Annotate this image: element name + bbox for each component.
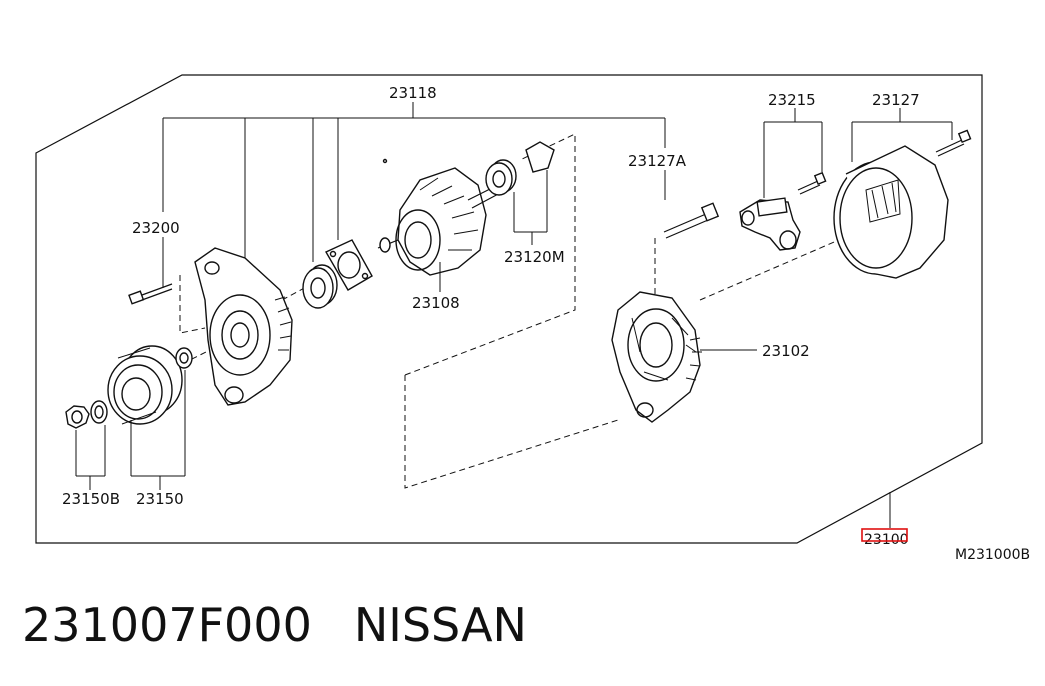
pulley-23150	[107, 345, 183, 425]
diagram-code: M231000B	[955, 547, 1030, 563]
brand-name: NISSAN	[353, 598, 527, 652]
bolt-23200	[128, 283, 173, 305]
label-23108: 23108	[412, 294, 460, 312]
callout-23215-bracket	[763, 108, 823, 198]
callout-23127-bracket	[851, 108, 953, 162]
front-housing	[194, 247, 293, 406]
screw-23215	[797, 171, 827, 195]
part-number: 231007F000	[22, 598, 312, 652]
cover-screw	[935, 129, 972, 157]
rear-cover-23127	[833, 145, 949, 279]
bearing-retainer	[325, 239, 373, 291]
label-23215: 23215	[768, 91, 816, 109]
label-23150: 23150	[136, 490, 184, 508]
label-23120m: 23120M	[504, 248, 565, 266]
label-23127a: 23127A	[628, 152, 687, 170]
label-23127: 23127	[872, 91, 920, 109]
callout-23120m-bracket	[513, 170, 548, 245]
assembly-frame	[35, 74, 983, 544]
callout-23150-bracket	[75, 370, 186, 490]
washer-23150	[175, 347, 193, 369]
front-bearing	[302, 264, 338, 309]
rear-bearing-23120m	[485, 141, 555, 196]
label-23150b: 23150B	[62, 490, 120, 508]
nut-23150b	[65, 405, 90, 429]
label-23200: 23200	[132, 219, 180, 237]
rotor-23108	[377, 158, 503, 276]
highlight-box-23100	[861, 528, 908, 542]
callout-23118-bracket	[162, 102, 666, 262]
rear-housing-23102	[611, 291, 702, 423]
regulator-23215	[739, 197, 801, 251]
washer-23150b	[90, 400, 108, 424]
label-23100: 23100	[864, 532, 909, 548]
footer-caption: 231007F000 NISSAN	[22, 598, 527, 652]
label-23102: 23102	[762, 342, 810, 360]
through-bolt-23127a	[663, 202, 720, 239]
label-23118: 23118	[389, 84, 437, 102]
